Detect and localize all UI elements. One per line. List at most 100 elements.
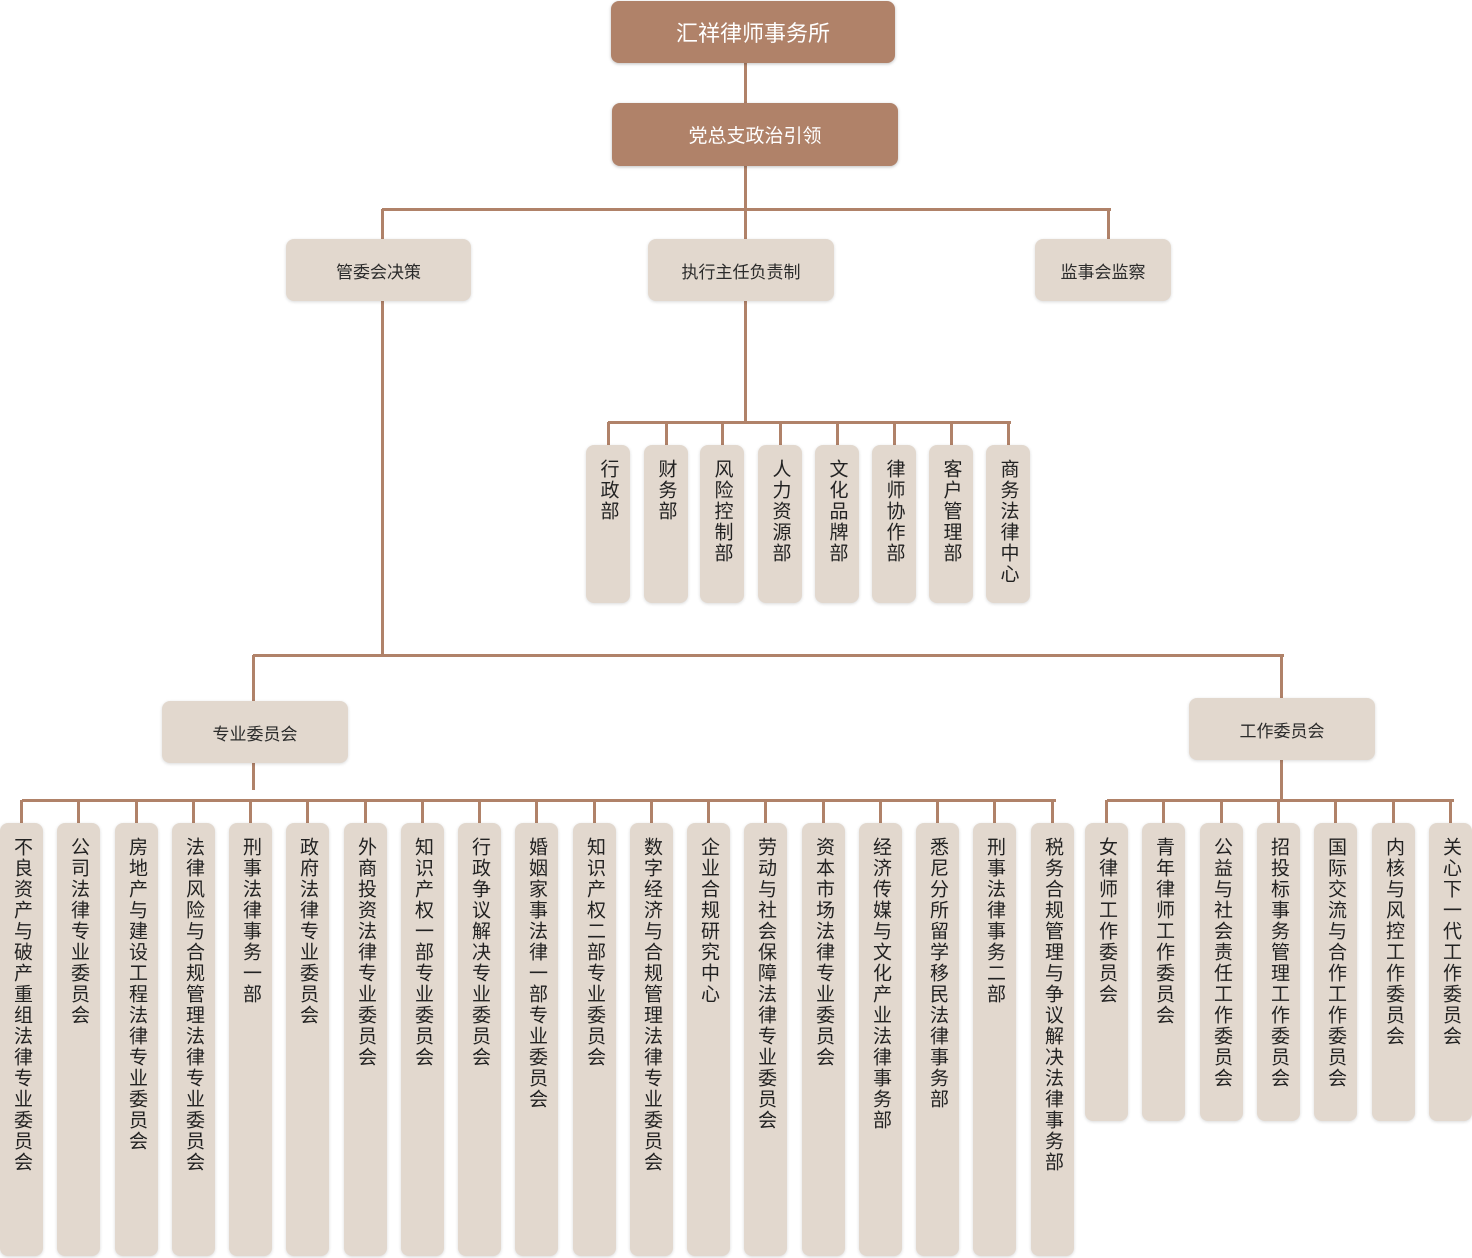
professional-committee-item: 法律风险与合规管理法律专业委员会 bbox=[172, 823, 215, 1256]
department-label: 行政部 bbox=[597, 459, 620, 522]
executive-label: 执行主任负责制 bbox=[681, 262, 801, 283]
decision-node: 管委会决策 bbox=[286, 239, 471, 301]
working-committee-item: 招投标事务管理工作委员会 bbox=[1257, 823, 1300, 1121]
connector-line bbox=[421, 800, 424, 823]
professional-committee-label: 劳动与社会保障法律专业委员会 bbox=[755, 837, 777, 1131]
professional-committee-label: 知识产权二部专业委员会 bbox=[584, 837, 606, 1068]
connector-line bbox=[192, 800, 195, 823]
connector-line bbox=[879, 800, 882, 823]
professional-committee-item: 刑事法律事务二部 bbox=[973, 823, 1016, 1256]
connector-line bbox=[20, 800, 23, 823]
working-committee-label: 工作委员会 bbox=[1239, 721, 1325, 742]
professional-committee-item: 数字经济与合规管理法律专业委员会 bbox=[630, 823, 673, 1256]
supervision-node: 监事会监察 bbox=[1035, 239, 1171, 301]
professional-committee-item: 经济传媒与文化产业法律事务部 bbox=[859, 823, 902, 1256]
professional-committee-label: 专业委员会 bbox=[212, 724, 298, 745]
connector-line bbox=[1334, 800, 1337, 823]
department-item: 财务部 bbox=[644, 445, 688, 603]
professional-committee-label: 知识产权一部专业委员会 bbox=[412, 837, 434, 1068]
working-committee-label: 关心下一代工作委员会 bbox=[1440, 837, 1462, 1047]
professional-committee-item: 婚姻家事法律一部专业委员会 bbox=[515, 823, 558, 1256]
department-label: 风险控制部 bbox=[711, 459, 734, 564]
professional-committee-label: 房地产与建设工程法律专业委员会 bbox=[126, 837, 148, 1152]
working-committee-item: 女律师工作委员会 bbox=[1085, 823, 1128, 1121]
connector-line bbox=[835, 422, 839, 445]
professional-committee-item: 政府法律专业委员会 bbox=[286, 823, 329, 1256]
department-label: 客户管理部 bbox=[940, 459, 963, 564]
professional-committee-item: 税务合规管理与争议解决法律事务部 bbox=[1031, 823, 1074, 1256]
connector-line bbox=[764, 800, 767, 823]
connector-line bbox=[1051, 800, 1054, 823]
working-committee-item: 关心下一代工作委员会 bbox=[1429, 823, 1472, 1121]
professional-committee-item: 外商投资法律专业委员会 bbox=[344, 823, 387, 1256]
connector-line bbox=[364, 800, 367, 823]
professional-committee-item: 资本市场法律专业委员会 bbox=[802, 823, 845, 1256]
connector-line bbox=[478, 800, 481, 823]
supervision-label: 监事会监察 bbox=[1060, 262, 1146, 283]
department-item: 客户管理部 bbox=[929, 445, 973, 603]
connector-line bbox=[1449, 800, 1452, 823]
connector-line bbox=[650, 800, 653, 823]
connector-line bbox=[1277, 800, 1280, 823]
connector-line bbox=[892, 422, 896, 445]
professional-committee-item: 企业合规研究中心 bbox=[687, 823, 730, 1256]
professional-committee-item: 刑事法律事务一部 bbox=[229, 823, 272, 1256]
professional-committee-label: 行政争议解决专业委员会 bbox=[469, 837, 491, 1068]
connector-line bbox=[949, 422, 953, 445]
department-item: 文化品牌部 bbox=[815, 445, 859, 603]
working-committee-label: 招投标事务管理工作委员会 bbox=[1268, 837, 1290, 1089]
connector-line bbox=[306, 800, 309, 823]
connector-line bbox=[535, 800, 538, 823]
connector-line bbox=[1106, 798, 1454, 802]
connector-line bbox=[1220, 800, 1223, 823]
professional-committee-label: 刑事法律事务一部 bbox=[240, 837, 262, 1005]
connector-line bbox=[251, 655, 255, 701]
department-label: 文化品牌部 bbox=[826, 459, 849, 564]
professional-committee-item: 不良资产与破产重组法律专业委员会 bbox=[0, 823, 43, 1256]
department-label: 商务法律中心 bbox=[997, 459, 1020, 585]
connector-line bbox=[822, 800, 825, 823]
connector-line bbox=[380, 209, 384, 239]
connector-line bbox=[993, 800, 996, 823]
connector-line bbox=[253, 653, 1284, 657]
working-committee-item: 公益与社会责任工作委员会 bbox=[1200, 823, 1243, 1121]
professional-committee-label: 资本市场法律专业委员会 bbox=[813, 837, 835, 1068]
department-label: 律师协作部 bbox=[883, 459, 906, 564]
department-label: 人力资源部 bbox=[769, 459, 792, 564]
professional-committee-label: 经济传媒与文化产业法律事务部 bbox=[870, 837, 892, 1131]
department-label: 财务部 bbox=[655, 459, 678, 522]
working-committee-node: 工作委员会 bbox=[1189, 698, 1375, 760]
department-item: 风险控制部 bbox=[700, 445, 744, 603]
connector-line bbox=[606, 422, 610, 445]
working-committee-label: 青年律师工作委员会 bbox=[1153, 837, 1175, 1026]
professional-committee-item: 劳动与社会保障法律专业委员会 bbox=[744, 823, 787, 1256]
root-label: 汇祥律师事务所 bbox=[675, 22, 830, 47]
working-committee-label: 内核与风控工作委员会 bbox=[1383, 837, 1405, 1047]
connector-line bbox=[249, 800, 252, 823]
professional-committee-label: 婚姻家事法律一部专业委员会 bbox=[526, 837, 548, 1110]
working-committee-label: 女律师工作委员会 bbox=[1096, 837, 1118, 1005]
professional-committee-item: 行政争议解决专业委员会 bbox=[458, 823, 501, 1256]
connector-line bbox=[135, 800, 138, 823]
connector-line bbox=[1279, 655, 1283, 698]
professional-committee-label: 企业合规研究中心 bbox=[698, 837, 720, 1005]
connector-line bbox=[936, 800, 939, 823]
professional-committee-label: 公司法律专业委员会 bbox=[68, 837, 90, 1026]
professional-committee-label: 政府法律专业委员会 bbox=[297, 837, 319, 1026]
party-label: 党总支政治引领 bbox=[688, 125, 822, 147]
connector-line bbox=[664, 422, 668, 445]
department-item: 行政部 bbox=[586, 445, 630, 603]
connector-line bbox=[1006, 422, 1010, 445]
root-node: 汇祥律师事务所 bbox=[611, 1, 895, 63]
professional-committee-item: 房地产与建设工程法律专业委员会 bbox=[115, 823, 158, 1256]
connector-line bbox=[1392, 800, 1395, 823]
professional-committee-node: 专业委员会 bbox=[162, 701, 348, 763]
professional-committee-label: 刑事法律事务二部 bbox=[984, 837, 1006, 1005]
professional-committee-label: 外商投资法律专业委员会 bbox=[355, 837, 377, 1068]
professional-committee-item: 公司法律专业委员会 bbox=[57, 823, 100, 1256]
professional-committee-item: 知识产权二部专业委员会 bbox=[573, 823, 616, 1256]
connector-line bbox=[608, 420, 1011, 424]
working-committee-item: 内核与风控工作委员会 bbox=[1372, 823, 1415, 1121]
connector-line bbox=[21, 798, 1056, 802]
